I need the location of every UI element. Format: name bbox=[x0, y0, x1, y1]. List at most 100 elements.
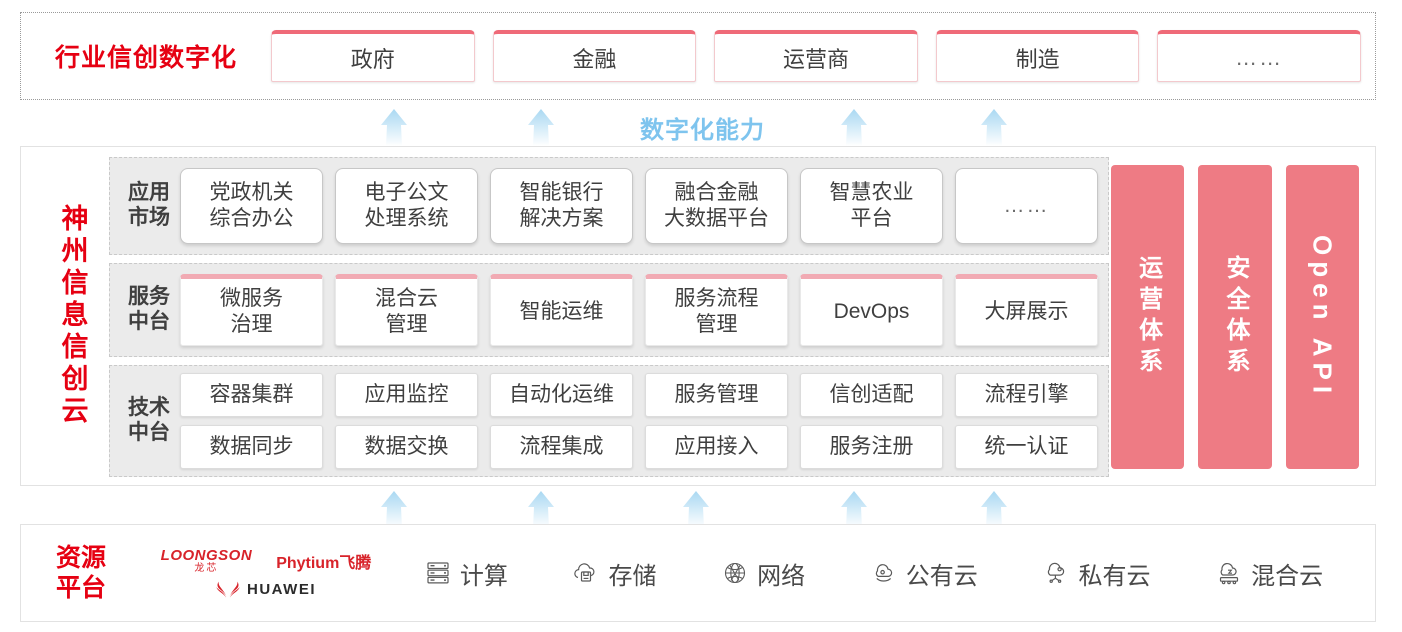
cloud-title-char: 云 bbox=[61, 395, 89, 426]
layer-label-line: 应用 bbox=[128, 181, 170, 205]
phytium-logo: Phytium飞腾 bbox=[276, 555, 372, 572]
resource-item-list: 计算 存储 bbox=[391, 556, 1375, 591]
service-platform-cells: 微服务治理 混合云管理 智能运维 服务流程管理 DevOps 大屏展示 bbox=[180, 274, 1098, 346]
layer-label-application-market: 应用 市场 bbox=[118, 181, 180, 231]
pillar-security-system[interactable]: 安全体系 bbox=[1198, 165, 1272, 469]
cloud-platform-frame: 神 州 信 息 信 创 云 应用 市场 党政机关综合办公 电子公文处理系统 智能… bbox=[20, 146, 1376, 486]
resource-title-line: 资源 bbox=[55, 544, 106, 572]
up-arrow-icon bbox=[518, 490, 564, 528]
up-arrow-icon bbox=[371, 108, 417, 146]
layer-service-platform: 服务 中台 微服务治理 混合云管理 智能运维 服务流程管理 DevOps 大屏展… bbox=[109, 263, 1109, 357]
industry-band: 行业信创数字化 政府 金融 运营商 制造 …… bbox=[20, 12, 1376, 100]
loongson-logo-en: LOONGSON bbox=[160, 547, 253, 564]
vendor-logo-row-2: HUAWEI bbox=[216, 580, 316, 598]
industry-box-manufacturing[interactable]: 制造 bbox=[935, 30, 1140, 82]
svc-card-intelligent-ops[interactable]: 智能运维 bbox=[490, 274, 633, 346]
resource-item-label: 网络 bbox=[757, 562, 806, 590]
cloud-title-char: 州 bbox=[61, 236, 89, 267]
tech-card-xinchuang-adaptation[interactable]: 信创适配 bbox=[800, 373, 943, 417]
resource-item-public-cloud[interactable]: 公有云 bbox=[869, 556, 978, 591]
network-icon bbox=[720, 558, 750, 588]
cloud-title-char: 创 bbox=[61, 363, 89, 394]
layer-label-line: 中台 bbox=[128, 421, 170, 444]
layer-label-service-platform: 服务 中台 bbox=[118, 285, 180, 335]
up-arrow-icon bbox=[971, 108, 1017, 146]
tech-card-data-sync[interactable]: 数据同步 bbox=[180, 425, 323, 469]
pillar-label: 安全体系 bbox=[1221, 255, 1249, 379]
tech-card-service-management[interactable]: 服务管理 bbox=[645, 373, 788, 417]
up-arrow-icon bbox=[831, 108, 877, 146]
tech-card-data-exchange[interactable]: 数据交换 bbox=[335, 425, 478, 469]
layer-label-line: 技术 bbox=[128, 396, 170, 420]
resource-item-label: 公有云 bbox=[905, 562, 978, 590]
huawei-logo: HUAWEI bbox=[216, 580, 316, 598]
tech-card-app-monitoring[interactable]: 应用监控 bbox=[335, 373, 478, 417]
capability-label: 数字化能力 bbox=[640, 117, 765, 144]
industry-box-telecom[interactable]: 运营商 bbox=[714, 30, 918, 82]
app-card-edoc-system[interactable]: 电子公文处理系统 bbox=[335, 168, 478, 244]
resource-item-label: 私有云 bbox=[1078, 562, 1151, 590]
vendor-logo-list: LOONGSON 龙芯 Phytium飞腾 bbox=[141, 548, 391, 598]
pillar-label: Open API bbox=[1307, 234, 1338, 400]
industry-box-finance[interactable]: 金融 bbox=[492, 30, 697, 82]
cloud-layer-list: 应用 市场 党政机关综合办公 电子公文处理系统 智能银行解决方案 融合金融大数据… bbox=[109, 157, 1109, 477]
tech-card-container-cluster[interactable]: 容器集群 bbox=[180, 373, 323, 417]
up-arrow-icon bbox=[673, 490, 719, 528]
layer-label-line: 中台 bbox=[128, 310, 170, 333]
svc-card-service-process-mgmt[interactable]: 服务流程管理 bbox=[645, 274, 788, 346]
loongson-logo: LOONGSON 龙芯 bbox=[161, 548, 253, 574]
resource-item-storage[interactable]: 存储 bbox=[571, 556, 656, 591]
svc-card-hybrid-cloud-mgmt[interactable]: 混合云管理 bbox=[335, 274, 478, 346]
vendor-logo-row-1: LOONGSON 龙芯 Phytium飞腾 bbox=[161, 548, 372, 574]
up-arrow-icon bbox=[831, 490, 877, 528]
pillar-open-api[interactable]: Open API bbox=[1285, 165, 1359, 469]
resource-platform-title: 资源 平台 bbox=[21, 543, 141, 603]
tech-card-service-registry[interactable]: 服务注册 bbox=[800, 425, 943, 469]
pillar-label: 运营体系 bbox=[1134, 255, 1162, 379]
svc-card-big-screen-display[interactable]: 大屏展示 bbox=[955, 274, 1098, 346]
svc-card-microservice-governance[interactable]: 微服务治理 bbox=[180, 274, 323, 346]
cloud-title-char: 息 bbox=[61, 300, 89, 331]
technology-row-2: 数据同步 数据交换 流程集成 应用接入 服务注册 统一认证 bbox=[180, 425, 1098, 469]
tech-card-process-engine[interactable]: 流程引擎 bbox=[955, 373, 1098, 417]
resource-item-network[interactable]: 网络 bbox=[720, 556, 805, 591]
resource-item-hybrid-cloud[interactable]: 混合云 bbox=[1214, 556, 1323, 591]
tech-card-app-access[interactable]: 应用接入 bbox=[645, 425, 788, 469]
loongson-logo-cn: 龙芯 bbox=[194, 563, 219, 574]
up-arrow-icon bbox=[371, 490, 417, 528]
tech-card-unified-auth[interactable]: 统一认证 bbox=[955, 425, 1098, 469]
resource-item-label: 混合云 bbox=[1251, 562, 1324, 590]
industry-box-list: 政府 金融 运营商 制造 …… bbox=[271, 30, 1375, 82]
app-card-smart-bank[interactable]: 智能银行解决方案 bbox=[490, 168, 633, 244]
resource-item-private-cloud[interactable]: 私有云 bbox=[1041, 556, 1150, 591]
cloud-title-char: 信 bbox=[61, 331, 89, 362]
storage-cloud-icon bbox=[571, 558, 601, 588]
huawei-logo-text: HUAWEI bbox=[247, 580, 316, 598]
industry-box-more[interactable]: …… bbox=[1157, 30, 1361, 82]
layer-label-line: 市场 bbox=[128, 206, 170, 229]
app-card-gov-office[interactable]: 党政机关综合办公 bbox=[180, 168, 323, 244]
hybrid-cloud-icon bbox=[1214, 558, 1244, 588]
tech-card-process-integration[interactable]: 流程集成 bbox=[490, 425, 633, 469]
app-card-more[interactable]: …… bbox=[955, 168, 1098, 244]
resource-title-line: 平台 bbox=[55, 574, 106, 602]
resource-platform-band: 资源 平台 LOONGSON 龙芯 Phytium飞腾 bbox=[20, 524, 1376, 622]
pillar-operations-system[interactable]: 运营体系 bbox=[1111, 165, 1185, 469]
resource-item-compute[interactable]: 计算 bbox=[423, 556, 508, 591]
technology-platform-cells: 容器集群 应用监控 自动化运维 服务管理 信创适配 流程引擎 数据同步 数据交换… bbox=[180, 373, 1098, 469]
app-card-smart-agriculture[interactable]: 智慧农业平台 bbox=[800, 168, 943, 244]
up-arrow-icon bbox=[971, 490, 1017, 528]
up-arrow-icon bbox=[518, 108, 564, 146]
huawei-flower-icon bbox=[216, 580, 240, 598]
svc-card-devops[interactable]: DevOps bbox=[800, 274, 943, 346]
tech-card-automated-ops[interactable]: 自动化运维 bbox=[490, 373, 633, 417]
layer-label-technology-platform: 技术 中台 bbox=[118, 396, 180, 446]
cloud-platform-title: 神 州 信 息 信 创 云 bbox=[53, 155, 97, 477]
capability-arrow-band-bottom bbox=[0, 486, 1402, 528]
industry-box-government[interactable]: 政府 bbox=[271, 30, 475, 82]
app-card-finance-bigdata[interactable]: 融合金融大数据平台 bbox=[645, 168, 788, 244]
resource-item-label: 存储 bbox=[608, 562, 657, 590]
industry-band-title: 行业信创数字化 bbox=[54, 44, 237, 72]
layer-application-market: 应用 市场 党政机关综合办公 电子公文处理系统 智能银行解决方案 融合金融大数据… bbox=[109, 157, 1109, 255]
